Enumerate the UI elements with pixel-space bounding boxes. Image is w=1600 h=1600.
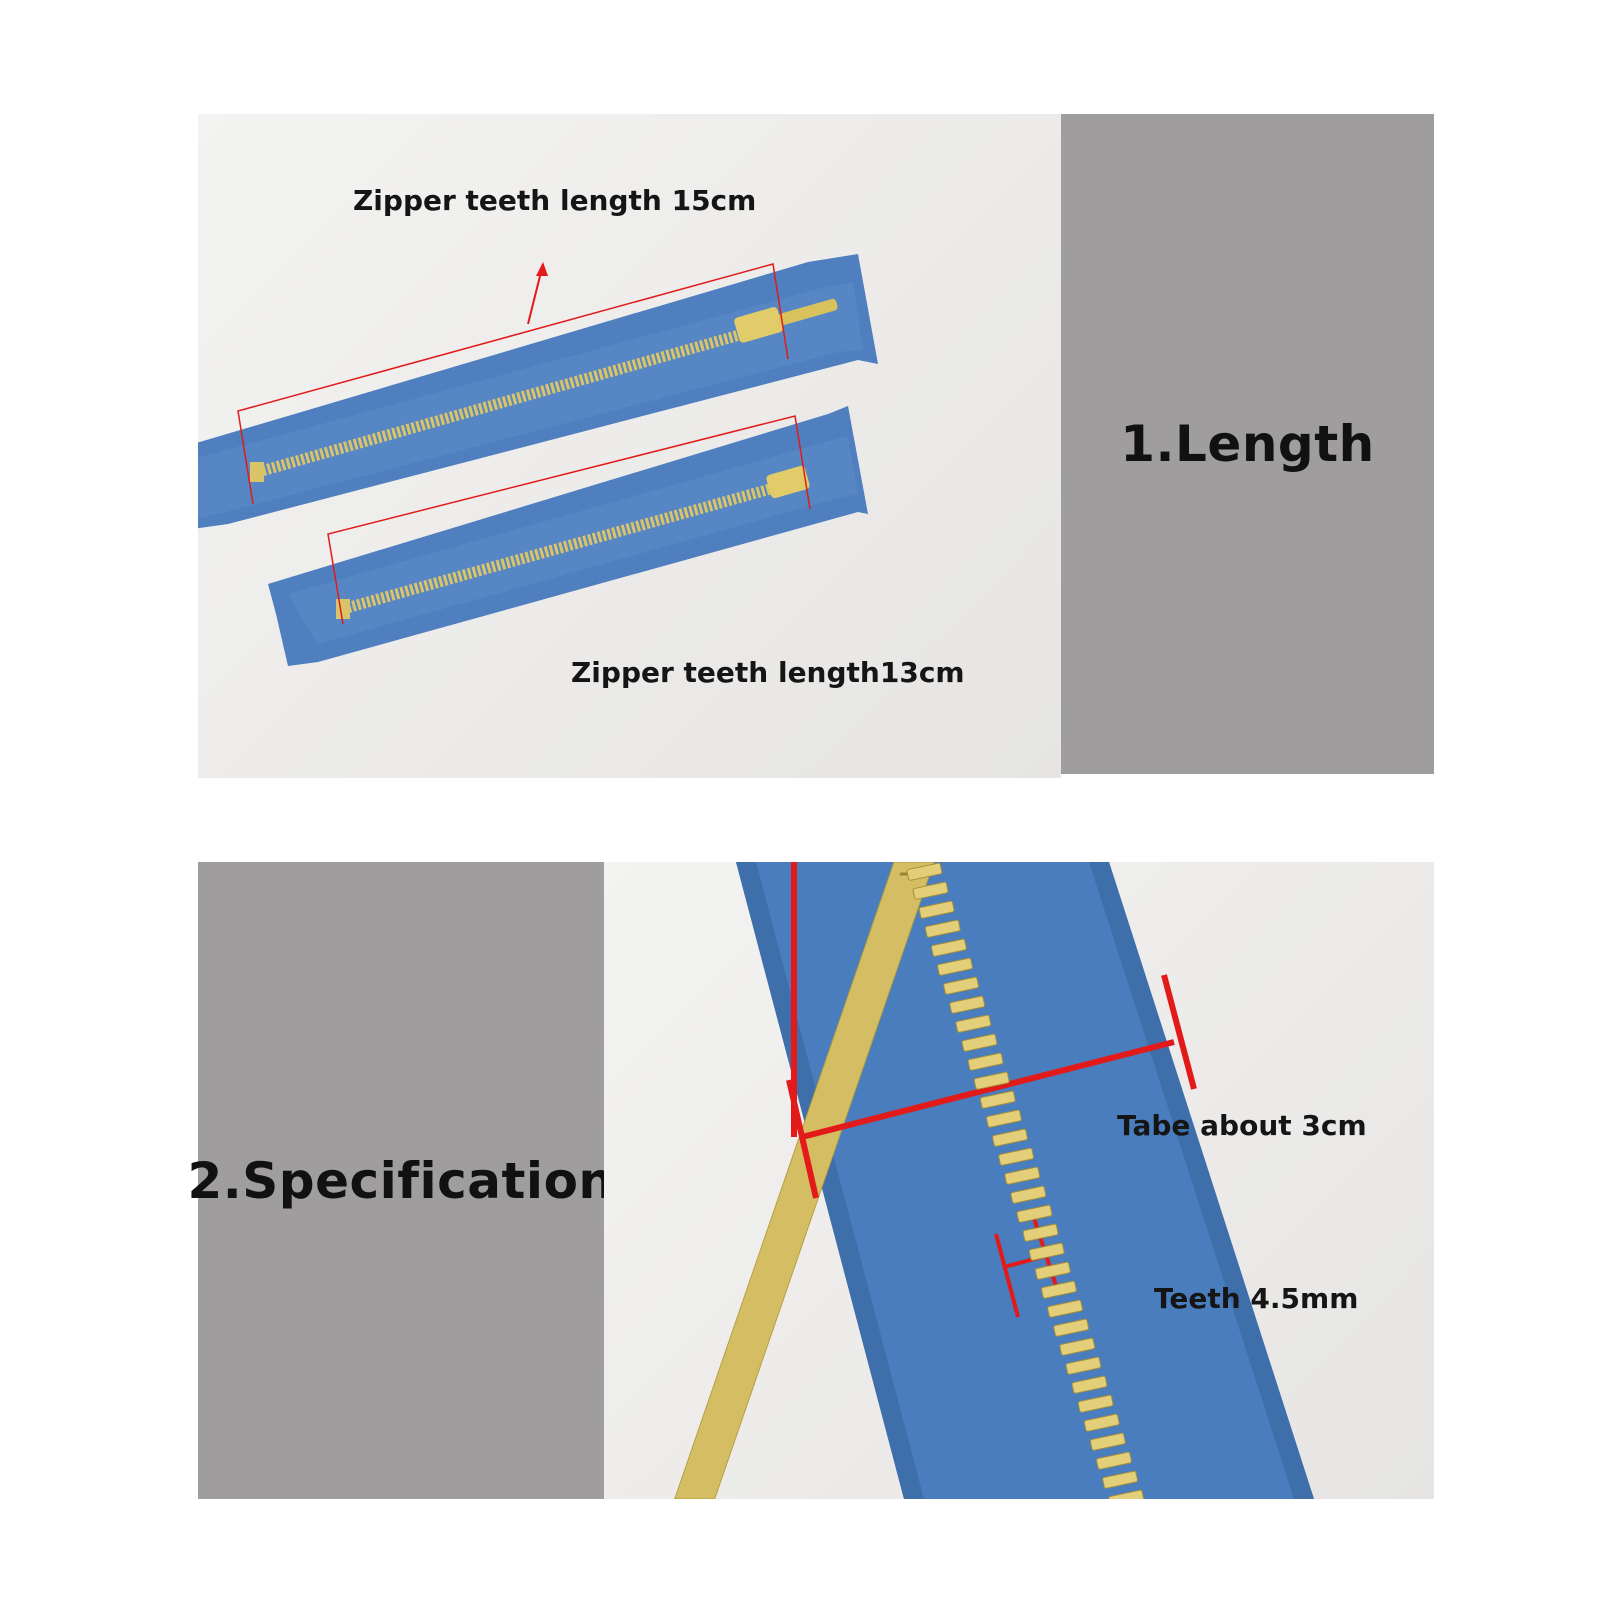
zipper-closeup-illustration — [673, 862, 1314, 1499]
length-photo: Zipper teeth length 15cm Zipper teeth le… — [198, 114, 1061, 778]
label-tape-width: Tabe about 3cm — [1117, 1109, 1367, 1142]
specification-photo: Tabe about 3cm Teeth 4.5mm — [604, 862, 1434, 1499]
label-teeth-length-15cm: Zipper teeth length 15cm — [353, 184, 757, 217]
measure-box-13cm — [327, 415, 811, 625]
measure-box-15cm — [237, 263, 789, 505]
length-zippers-illustration — [198, 254, 878, 666]
section-title-length: 1.Length — [1120, 415, 1375, 473]
specification-title-panel: 2.Specification — [187, 862, 614, 1499]
length-title-panel: 1.Length — [1061, 114, 1434, 774]
label-teeth-length-13cm: Zipper teeth length13cm — [571, 656, 965, 689]
measure-tape-width — [786, 862, 1197, 1199]
zipper-teeth-segments — [906, 862, 1145, 1499]
arrow-icon — [527, 262, 548, 325]
section-title-specification: 2.Specification — [187, 1151, 615, 1210]
label-teeth-size: Teeth 4.5mm — [1154, 1282, 1359, 1315]
zipper-15cm — [198, 254, 878, 529]
zipper-teeth — [673, 862, 935, 1499]
